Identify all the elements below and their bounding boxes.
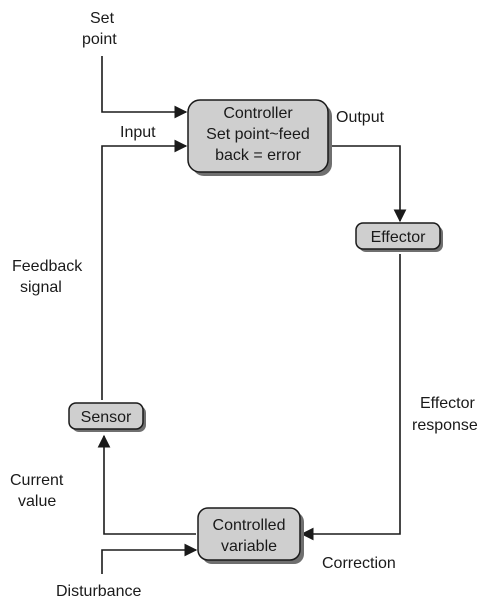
current-value-line-1: Current xyxy=(10,472,64,489)
controller-line-1: Controller xyxy=(223,105,293,122)
controlled-variable-node: Controlled variable xyxy=(197,507,304,564)
current-value-arrow xyxy=(97,434,196,535)
effector-node: Effector xyxy=(355,222,443,252)
controlled-variable-line-1: Controlled xyxy=(213,517,286,534)
sensor-node: Sensor xyxy=(68,402,146,432)
current-value-line-2: value xyxy=(18,493,56,510)
correction-label: Correction xyxy=(322,555,396,572)
output-arrow xyxy=(328,145,407,223)
disturbance-label: Disturbance xyxy=(56,583,141,600)
effector-response-line-1: Effector xyxy=(420,395,476,412)
feedback-signal-line-2: signal xyxy=(20,279,62,296)
input-label: Input xyxy=(120,124,156,141)
disturbance-arrow xyxy=(101,543,198,574)
controller-line-2: Set point~feed xyxy=(206,126,310,143)
setpoint-label-line-2: point xyxy=(82,31,117,48)
setpoint-label-line-1: Set xyxy=(90,10,115,27)
effector-response-arrow xyxy=(300,254,401,541)
controller-node: Controller Set point~feed back = error xyxy=(187,99,332,176)
effector-response-line-2: response xyxy=(412,417,478,434)
feedback-arrow xyxy=(101,139,188,400)
output-label: Output xyxy=(336,109,385,126)
effector-label: Effector xyxy=(371,229,427,246)
setpoint-arrow xyxy=(101,56,188,119)
sensor-label: Sensor xyxy=(81,409,132,426)
controlled-variable-line-2: variable xyxy=(221,538,277,555)
controller-line-3: back = error xyxy=(215,147,301,164)
feedback-signal-line-1: Feedback xyxy=(12,258,83,275)
